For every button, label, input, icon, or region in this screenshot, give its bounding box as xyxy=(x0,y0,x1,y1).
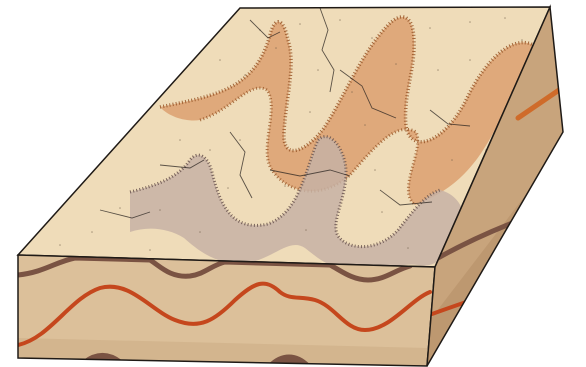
front-face xyxy=(18,255,435,366)
